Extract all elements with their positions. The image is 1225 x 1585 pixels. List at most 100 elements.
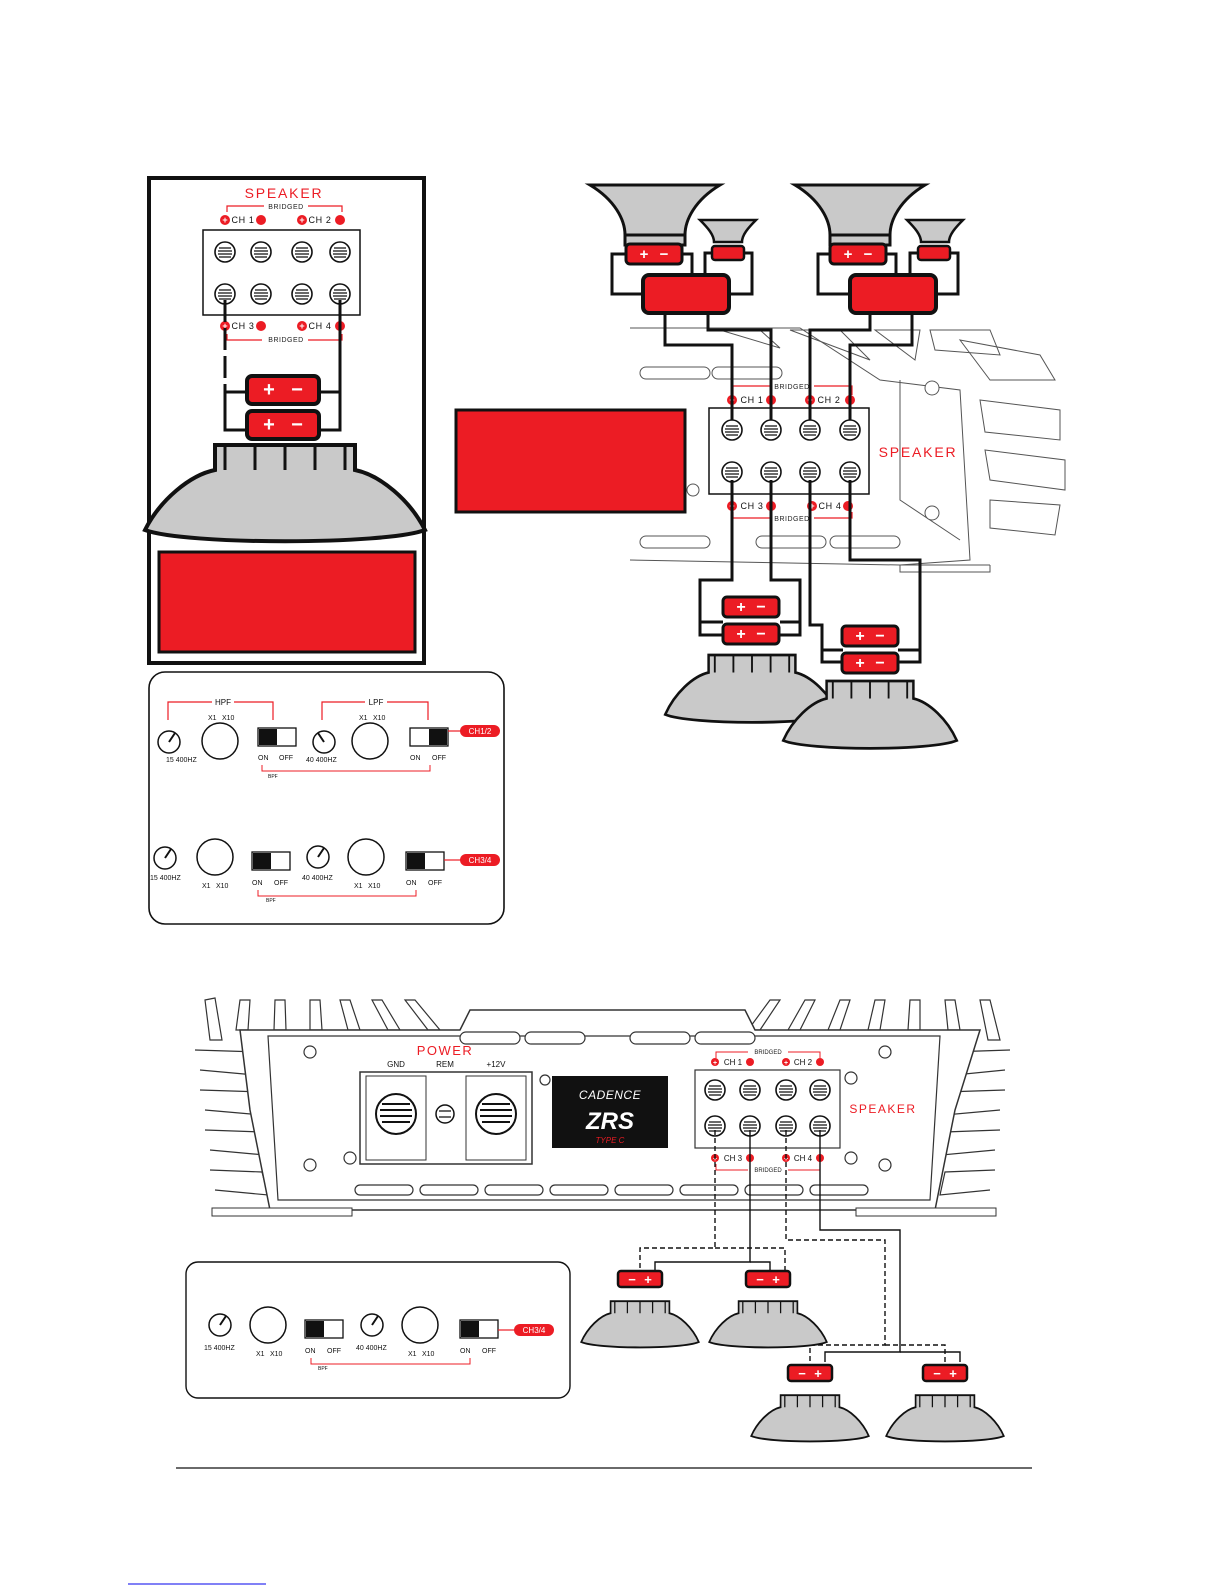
svg-text:−: − bbox=[660, 246, 669, 263]
gain-knob bbox=[351, 722, 389, 760]
svg-text:+: + bbox=[644, 1272, 652, 1287]
svg-text:+: + bbox=[855, 655, 864, 672]
x1-label: X1 bbox=[256, 1351, 265, 1358]
svg-text:+: + bbox=[949, 1366, 957, 1381]
svg-text:CH3/4: CH3/4 bbox=[469, 856, 492, 865]
gain-knob bbox=[401, 1306, 439, 1344]
brand-badge bbox=[552, 1076, 668, 1148]
svg-text:+: + bbox=[713, 1060, 717, 1067]
dip-switch-icon bbox=[257, 727, 297, 747]
x1-label: X1 bbox=[354, 883, 363, 890]
bpf-label: BPF bbox=[266, 898, 276, 904]
on-label: ON bbox=[258, 755, 269, 762]
svg-text:−: − bbox=[756, 1272, 764, 1287]
ch1-label: CH 1 bbox=[741, 395, 764, 405]
knob-icon bbox=[306, 845, 330, 869]
svg-text:−: − bbox=[291, 379, 303, 401]
hpf-label: HPF bbox=[215, 698, 231, 707]
polarity-plate: + − bbox=[245, 409, 321, 441]
speaker-cone-icon bbox=[789, 183, 931, 247]
svg-text:−: − bbox=[291, 414, 303, 436]
x1-label: X1 bbox=[208, 715, 217, 722]
dip-switch-icon bbox=[405, 851, 445, 871]
ch1-label: CH 1 bbox=[724, 1058, 743, 1067]
ch4-label: CH 4 bbox=[309, 321, 332, 331]
bridged-label-bottom: BRIDGED bbox=[754, 1168, 782, 1174]
bpf-label: BPF bbox=[268, 774, 278, 780]
brand-type: TYPE C bbox=[596, 1136, 625, 1145]
speaker-title: SPEAKER bbox=[879, 444, 958, 460]
ch12-tag: CH1/2 bbox=[460, 725, 500, 737]
x10-label: X10 bbox=[373, 715, 386, 722]
off-label: OFF bbox=[327, 1348, 341, 1355]
x10-label: X10 bbox=[368, 883, 381, 890]
bpf-label: BPF bbox=[318, 1366, 328, 1372]
speaker-cone-icon bbox=[885, 1394, 1005, 1443]
knob-icon bbox=[208, 1313, 232, 1337]
12v-label: +12V bbox=[487, 1060, 507, 1069]
knob-icon bbox=[360, 1313, 384, 1337]
screw-icon bbox=[475, 1093, 517, 1135]
passive-crossover bbox=[641, 273, 731, 315]
svg-text:+: + bbox=[736, 599, 745, 616]
ch4-label: CH 4 bbox=[819, 501, 842, 511]
svg-text:−: − bbox=[628, 1272, 636, 1287]
bridged-label-top: BRIDGED bbox=[268, 204, 303, 211]
svg-text:CH1/2: CH1/2 bbox=[469, 727, 492, 736]
on-label: ON bbox=[460, 1348, 471, 1355]
x10-label: X10 bbox=[216, 883, 229, 890]
x1-label: X1 bbox=[408, 1351, 417, 1358]
svg-text:+: + bbox=[809, 501, 814, 511]
svg-text:−: − bbox=[864, 246, 873, 263]
svg-text:+: + bbox=[736, 626, 745, 643]
speaker-cone-icon bbox=[708, 1300, 828, 1349]
ch34-tag: CH3/4 bbox=[514, 1324, 554, 1336]
note-box bbox=[157, 550, 417, 654]
off-label: OFF bbox=[279, 755, 293, 762]
plus-icon bbox=[220, 215, 230, 225]
speaker-title: SPEAKER bbox=[245, 185, 324, 201]
svg-text:+: + bbox=[814, 1366, 822, 1381]
svg-text:CH3/4: CH3/4 bbox=[523, 1326, 546, 1335]
dip-switch-icon bbox=[459, 1319, 499, 1339]
polarity-plate: + − bbox=[245, 374, 321, 406]
lpf-range: 40 400HZ bbox=[302, 875, 333, 882]
svg-text:+: + bbox=[299, 215, 304, 225]
svg-text:−: − bbox=[756, 599, 765, 616]
svg-text:+: + bbox=[640, 246, 649, 263]
dip-switch-icon bbox=[304, 1319, 344, 1339]
off-label: OFF bbox=[274, 880, 288, 887]
ch3-label: CH 3 bbox=[741, 501, 764, 511]
svg-text:+: + bbox=[855, 628, 864, 645]
gain-knob bbox=[196, 838, 234, 876]
rem-label: REM bbox=[436, 1060, 454, 1069]
svg-text:−: − bbox=[875, 628, 884, 645]
bridged-label-top: BRIDGED bbox=[774, 384, 809, 391]
passive-crossover bbox=[848, 273, 938, 315]
speaker-title: SPEAKER bbox=[849, 1102, 916, 1116]
svg-text:+: + bbox=[222, 215, 227, 225]
on-label: ON bbox=[410, 755, 421, 762]
ch2-label: CH 2 bbox=[794, 1058, 813, 1067]
svg-text:+: + bbox=[263, 379, 275, 401]
tweeter-icon bbox=[903, 218, 967, 244]
ch3-label: CH 3 bbox=[232, 321, 255, 331]
bridged-label-top: BRIDGED bbox=[754, 1050, 782, 1056]
x10-label: X10 bbox=[270, 1351, 283, 1358]
power-title: POWER bbox=[417, 1043, 474, 1058]
ch34-tag: CH3/4 bbox=[460, 854, 500, 866]
svg-text:+: + bbox=[784, 1060, 788, 1067]
minus-icon bbox=[256, 215, 266, 225]
lpf-range: 40 400HZ bbox=[306, 757, 337, 764]
ch1-label: CH 1 bbox=[232, 215, 255, 225]
dip-switch-icon bbox=[251, 851, 291, 871]
ch2-label: CH 2 bbox=[818, 395, 841, 405]
x1-label: X1 bbox=[359, 715, 368, 722]
x1-label: X1 bbox=[202, 883, 211, 890]
svg-text:+: + bbox=[784, 1156, 788, 1163]
knob-icon bbox=[312, 730, 336, 754]
tweeter-icon bbox=[696, 218, 760, 244]
off-label: OFF bbox=[432, 755, 446, 762]
dip-switch-icon bbox=[409, 727, 449, 747]
